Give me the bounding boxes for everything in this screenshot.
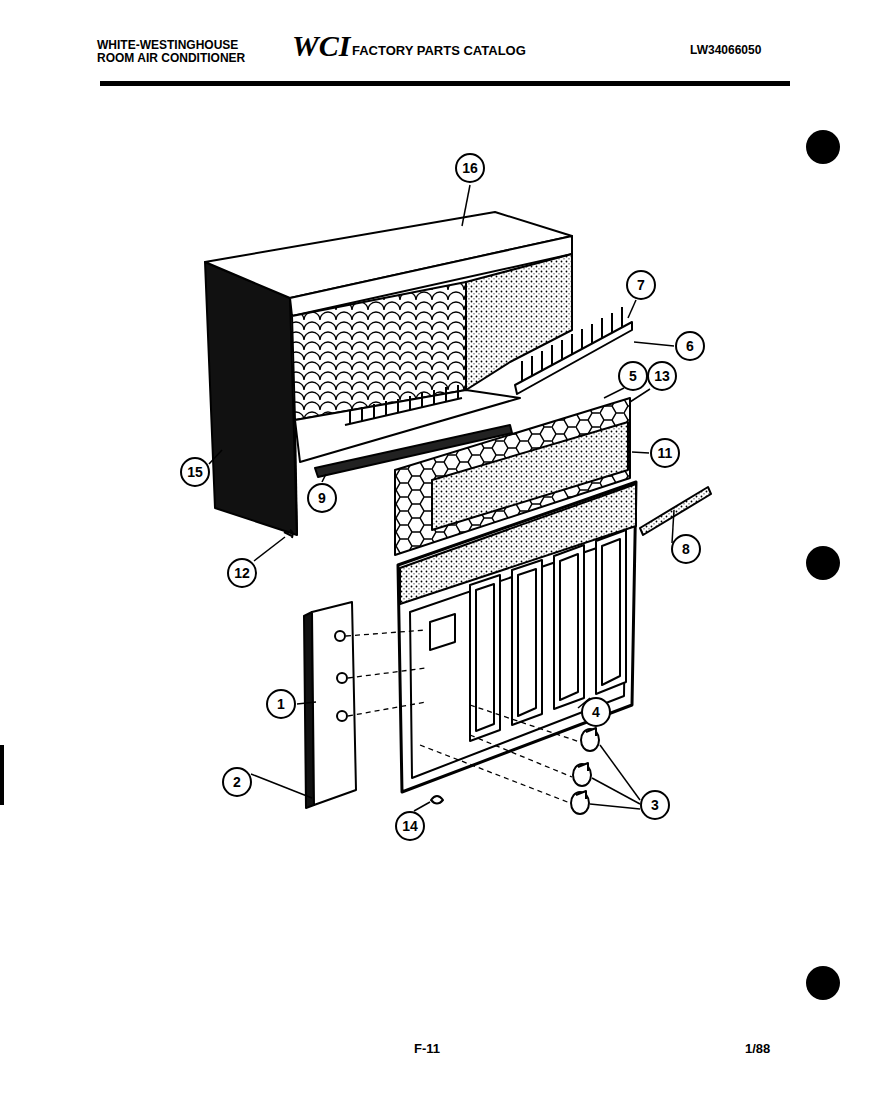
callout-circle: 6 [675, 331, 705, 361]
callout-number: 4 [592, 705, 600, 719]
callout-circle: 8 [671, 534, 701, 564]
callout-number: 7 [637, 278, 645, 292]
callout-number: 14 [402, 819, 418, 833]
callout-number: 13 [654, 369, 670, 383]
callout-circle: 5 [618, 361, 648, 391]
callout-circle: 13 [647, 361, 677, 391]
callout-number: 15 [187, 465, 203, 479]
callout-number: 6 [686, 339, 694, 353]
callout-number: 3 [651, 798, 659, 812]
callout-number: 9 [318, 491, 326, 505]
callout-number: 1 [277, 697, 285, 711]
callout-number: 16 [462, 161, 478, 175]
catalog-heading: FACTORY PARTS CATALOG [352, 44, 526, 58]
callout-circle: 3 [640, 790, 670, 820]
model-number: LW34066050 [690, 44, 761, 57]
callout-circle: 7 [626, 270, 656, 300]
callout-circle: 4 [581, 697, 611, 727]
callout-number: 8 [682, 542, 690, 556]
callout-number: 11 [658, 446, 673, 460]
callout-circle: 12 [227, 558, 257, 588]
callout-circle: 1 [266, 689, 296, 719]
callout-number: 12 [234, 566, 250, 580]
callout-circle: 15 [180, 457, 210, 487]
callout-circle: 14 [395, 811, 425, 841]
brand-logo: WCI [292, 30, 350, 62]
callout-circle: 16 [455, 153, 485, 183]
callout-circle: 11 [650, 438, 680, 468]
callout-circle: 9 [307, 483, 337, 513]
callout-circle: 2 [222, 767, 252, 797]
callout-number: 5 [629, 369, 637, 383]
date-code: 1/88 [745, 1042, 770, 1056]
callout-number: 2 [233, 775, 241, 789]
page-number: F-11 [414, 1042, 440, 1056]
catalog-title: WHITE-WESTINGHOUSE ROOM AIR CONDITIONER [97, 39, 265, 64]
